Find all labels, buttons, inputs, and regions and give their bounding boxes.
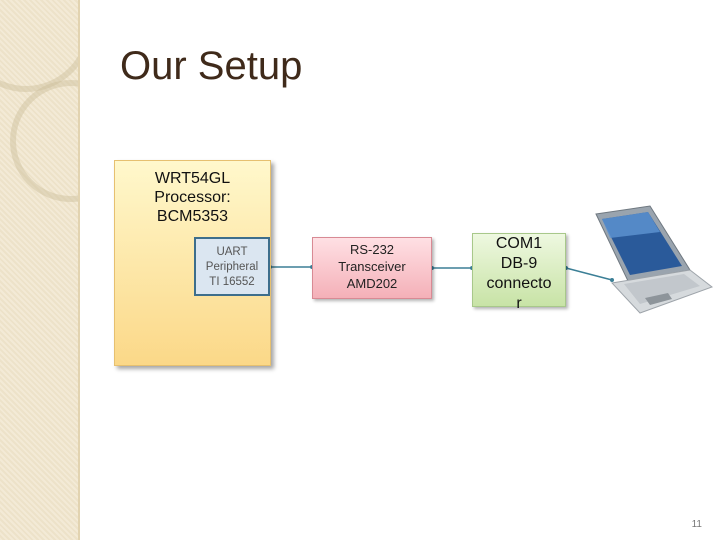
connector-label-line: r (516, 295, 522, 312)
transceiver-label-line: RS-232 (349, 242, 395, 257)
page-number: 11 (691, 519, 702, 530)
transceiver-label-line: AMD202 (346, 276, 398, 291)
processor-label-line: WRT54GL (154, 170, 231, 187)
uart-label-line: TI 16552 (209, 276, 255, 288)
transceiver-label-line: Transceiver (338, 259, 406, 274)
connector-label-line: connecto (486, 275, 552, 292)
decorative-sidebar (0, 0, 80, 540)
processor-label-line: Processor: (154, 189, 231, 206)
transceiver-box: RS-232 Transceiver AMD202 (312, 237, 432, 299)
uart-box: UART Peripheral TI 16552 (194, 237, 270, 296)
laptop-icon (595, 205, 714, 314)
connector-label-line: COM1 (495, 235, 543, 252)
connector-box: COM1 DB-9 connecto r (472, 233, 566, 312)
slide-title: Our Setup (120, 44, 303, 88)
connector-label-line: DB-9 (500, 255, 538, 272)
uart-label-line: UART (216, 246, 248, 258)
processor-label: WRT54GL Processor: BCM5353 (115, 169, 270, 226)
processor-label-line: BCM5353 (156, 208, 229, 225)
uart-label-line: Peripheral (205, 261, 259, 273)
